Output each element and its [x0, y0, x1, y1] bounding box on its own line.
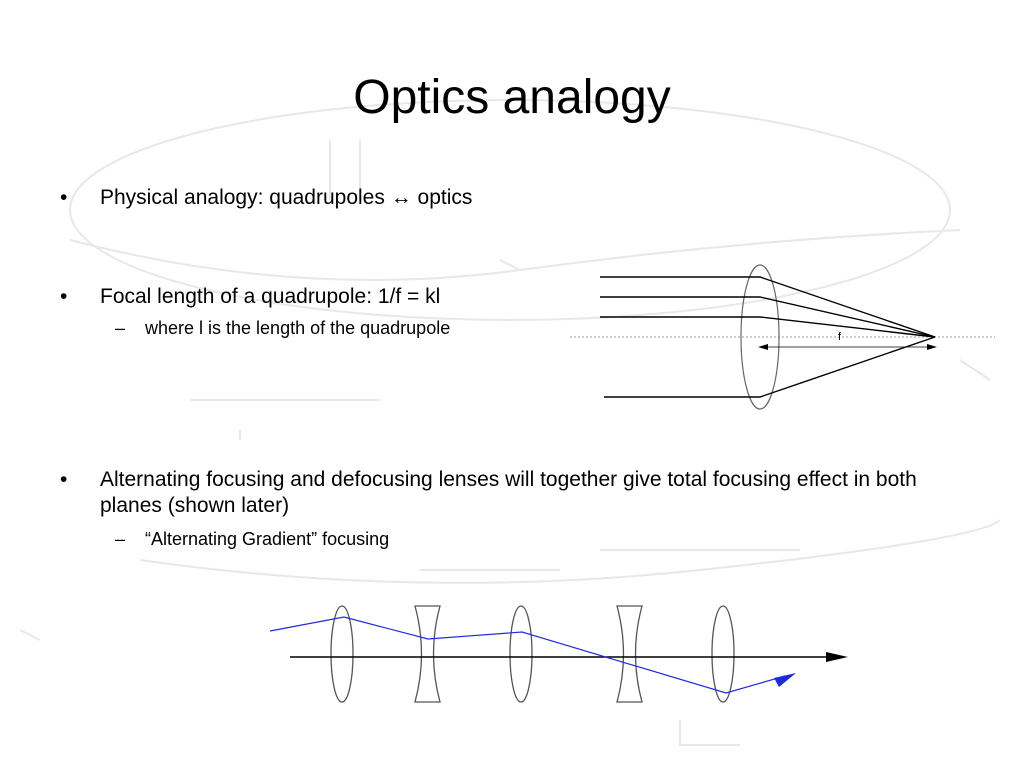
- ray-4: [604, 336, 936, 398]
- alternating-gradient-diagram: [269, 605, 848, 703]
- subbullet-marker: –: [115, 318, 126, 338]
- slide-title: Optics analogy: [353, 71, 671, 124]
- defocusing-lens-2: [616, 605, 643, 703]
- axis-arrowhead-icon: [826, 652, 848, 662]
- focal-length-label: f: [838, 331, 842, 343]
- bullet-text: Physical analogy: quadrupoles ↔ optics: [100, 185, 960, 211]
- bullet-text-suffix: optics: [411, 186, 473, 209]
- double-arrow-symbol: ↔: [390, 186, 412, 209]
- ray-2: [600, 296, 936, 338]
- ray-1: [600, 276, 936, 338]
- subbullet-text: “Alternating Gradient” focusing: [145, 529, 390, 549]
- convex-lens: [740, 264, 780, 410]
- particle-trajectory: [269, 616, 786, 694]
- defocusing-lens-1: [414, 605, 441, 703]
- bullet-text: Alternating focusing and defocusing lens…: [100, 468, 917, 517]
- bullet-marker: •: [60, 468, 68, 491]
- bullet-marker: •: [60, 285, 68, 308]
- trajectory-arrowhead-icon: [774, 673, 796, 687]
- focusing-lens-diagram: f: [570, 264, 995, 410]
- arrowhead-right-icon: [927, 344, 937, 350]
- arrowhead-left-icon: [758, 344, 768, 350]
- focusing-lens-2: [509, 605, 533, 703]
- ray-3: [600, 316, 936, 338]
- subbullet-marker: –: [115, 529, 126, 549]
- focusing-lens-1: [330, 605, 354, 703]
- bullet-marker: •: [60, 186, 68, 209]
- bullet-text-prefix: Physical analogy: quadrupoles: [100, 186, 391, 209]
- focusing-lens-3: [711, 605, 735, 703]
- focal-length-marker: f: [758, 331, 937, 350]
- subbullet-text: where l is the length of the quadrupole: [145, 318, 451, 338]
- bullet-text: Focal length of a quadrupole: 1/f = kl: [100, 285, 441, 308]
